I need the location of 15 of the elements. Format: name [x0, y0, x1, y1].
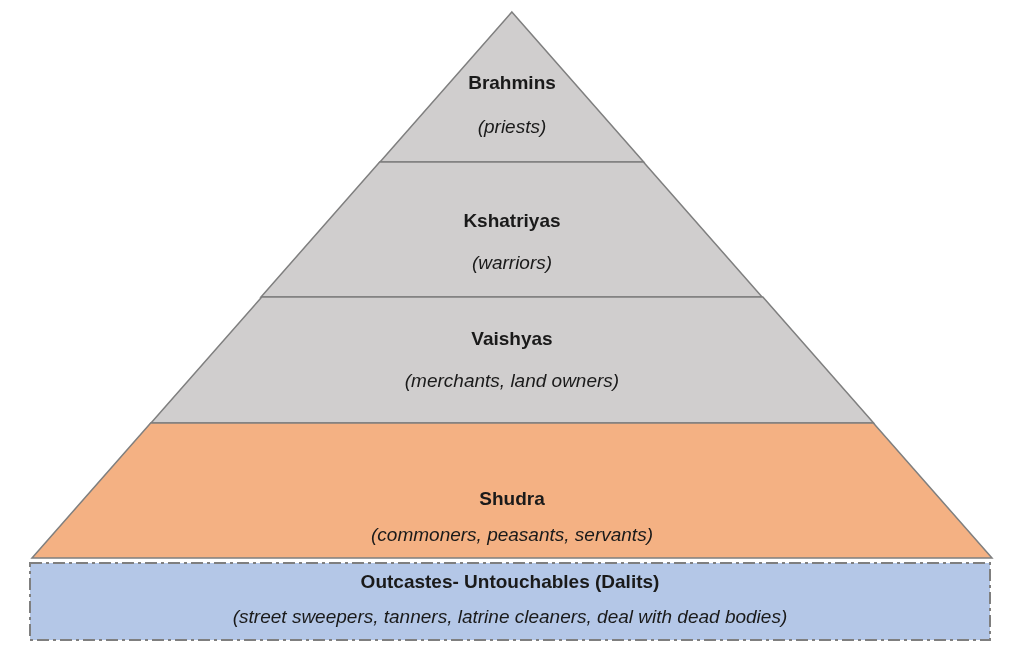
pyramid-tier	[261, 162, 763, 297]
pyramid-tier	[32, 423, 992, 558]
tier-description: (merchants, land owners)	[404, 370, 620, 391]
tier-description: (warriors)	[471, 252, 553, 273]
tier-description: (priests)	[477, 116, 547, 137]
tier-title: Outcastes- Untouchables (Dalits)	[360, 571, 660, 592]
tier-title: Shudra	[479, 488, 545, 509]
tier-title: Brahmins	[468, 72, 556, 93]
tier-description: (commoners, peasants, servants)	[371, 524, 653, 545]
pyramid-tier	[380, 12, 644, 162]
pyramid-tier	[150, 297, 874, 423]
tier-description: (street sweepers, tanners, latrine cleaners, deal with dead bodies)	[232, 606, 788, 627]
tier-title: Kshatriyas	[463, 210, 561, 231]
tier-title: Vaishyas	[471, 328, 553, 349]
base-band	[30, 563, 990, 640]
